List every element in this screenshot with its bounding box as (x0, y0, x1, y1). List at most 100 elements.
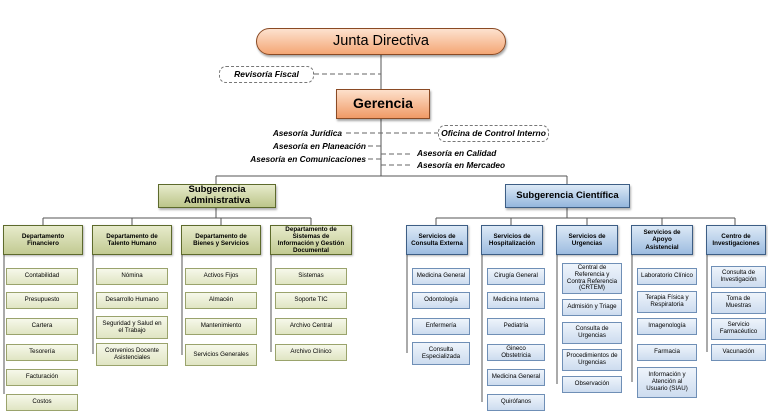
item-label: Consulta de Urgencias (575, 325, 609, 339)
item-box: Medicina General (487, 369, 545, 386)
item-box: Mantenimiento (185, 318, 257, 335)
item-box: Costos (6, 394, 78, 411)
item-label: Desarrollo Humano (105, 296, 159, 304)
item-box: Soporte TIC (275, 292, 347, 309)
dept-title: Departamento Financiero (21, 232, 65, 247)
item-box: Desarrollo Humano (96, 292, 168, 309)
item-box: Procedimientos de Urgencias (562, 349, 622, 371)
item-label: Pediatría (503, 322, 529, 330)
item-box: Medicina Interna (487, 292, 545, 309)
subgerencia-cientifica-box: Subgerencia Científica (505, 184, 630, 208)
item-box: Activos Fijos (185, 268, 257, 285)
dept-talento-humano: Departamento de Talento Humano (92, 225, 172, 255)
item-label: Odontología (424, 296, 458, 304)
item-box: Consulta Especializada (412, 342, 470, 365)
dept-bienes-servicios: Departamento de Bienes y Servicios (181, 225, 261, 255)
item-label: Medicina Interna (493, 296, 539, 304)
subgerencia-cientifica-label: Subgerencia Científica (516, 189, 619, 201)
item-label: Activos Fijos (203, 272, 239, 280)
item-label: Medicina General (491, 373, 541, 381)
item-label: Medicina General (416, 272, 466, 280)
junta-directiva-label: Junta Directiva (333, 33, 429, 50)
dept-title: Servicios de Apoyo Asistencial (643, 229, 681, 251)
dept-urgencias: Servicios de Urgencias (556, 225, 618, 255)
dept-title: Servicios de Urgencias (568, 232, 606, 247)
dept-sistemas-informacion: Departamento de Sistemas de Información … (270, 225, 352, 255)
gerencia-label: Gerencia (353, 95, 413, 112)
item-box: Odontología (412, 292, 470, 309)
control-interno-label: Oficina de Control Interno (441, 127, 546, 138)
dept-title: Departamento de Bienes y Servicios (193, 232, 249, 247)
item-box: Información y Atención al Usuario (SIAU) (637, 367, 697, 398)
item-box: Pediatría (487, 318, 545, 335)
asesoria-mercadeo: Asesoría en Mercadeo (417, 160, 506, 170)
item-label: Cartera (31, 322, 53, 330)
item-box: Cirugía General (487, 268, 545, 285)
item-box: Archivo Central (275, 318, 347, 335)
item-box: Sistemas (275, 268, 347, 285)
item-box: Imagenología (637, 318, 697, 335)
item-label: Nómina (121, 272, 143, 280)
item-label: Imagenología (648, 322, 686, 330)
item-box: Central de Referencia y Contra Referenci… (562, 263, 622, 294)
control-interno-box: Oficina de Control Interno (438, 125, 549, 142)
item-box: Medicina General (412, 268, 470, 285)
item-box: Convenios Docente Asistenciales (96, 343, 168, 366)
item-label: Laboratorio Clínico (641, 272, 693, 280)
item-label: Costos (32, 398, 52, 406)
dept-title: Servicios de Consulta Externa (411, 232, 463, 247)
gerencia-box: Gerencia (336, 89, 430, 119)
item-box: Gineco Obstetricia (487, 344, 545, 361)
item-box: Consulta de Investigación (711, 266, 766, 288)
dept-title: Centro de Investigaciones (712, 232, 760, 247)
dept-title: Servicios de Hospitalización (488, 232, 536, 247)
item-label: Farmacia (654, 348, 680, 356)
item-label: Servicios Generales (193, 350, 249, 358)
item-box: Enfermería (412, 318, 470, 335)
item-label: Enfermería (425, 322, 457, 330)
item-box: Observación (562, 376, 622, 393)
dept-hospitalizacion: Servicios de Hospitalización (481, 225, 543, 255)
item-label: Admisión y Triage (567, 303, 617, 311)
subgerencia-administrativa-label: Subgerencia Administrativa (184, 184, 250, 206)
item-box: Cartera (6, 318, 78, 335)
item-label: Central de Referencia y Contra Referenci… (566, 263, 618, 292)
item-box: Admisión y Triage (562, 299, 622, 316)
item-label: Consulta Especializada (421, 345, 461, 360)
item-box: Servicios Generales (185, 344, 257, 366)
dept-title: Departamento de Sistemas de Información … (277, 225, 345, 255)
item-label: Archivo Central (289, 322, 333, 330)
item-box: Nómina (96, 268, 168, 285)
item-box: Almacén (185, 292, 257, 309)
dept-investigaciones: Centro de Investigaciones (706, 225, 766, 255)
item-label: Quirófanos (500, 398, 532, 406)
asesoria-comunicaciones: Asesoría en Comunicaciones (250, 154, 366, 164)
item-box: Presupuesto (6, 292, 78, 309)
asesoria-planeacion: Asesoría en Planeación (272, 141, 366, 151)
item-box: Contabilidad (6, 268, 78, 285)
item-box: Terapia Física y Respiratoria (637, 291, 697, 313)
revisoria-fiscal-box: Revisoría Fiscal (219, 66, 314, 83)
item-box: Servicio Farmacéutico (711, 318, 766, 340)
item-box: Tesorería (6, 344, 78, 361)
item-label: Soporte TIC (294, 296, 328, 304)
item-label: Toma de Muestras (725, 295, 752, 309)
item-label: Presupuesto (24, 296, 60, 304)
item-label: Facturación (25, 373, 59, 381)
junta-directiva-box: Junta Directiva (256, 28, 506, 55)
item-label: Convenios Docente Asistenciales (104, 346, 159, 361)
dept-consulta-externa: Servicios de Consulta Externa (406, 225, 468, 255)
item-label: Observación (574, 380, 610, 388)
dept-apoyo-asistencial: Servicios de Apoyo Asistencial (631, 225, 693, 255)
item-label: Servicio Farmacéutico (719, 321, 758, 335)
item-box: Toma de Muestras (711, 292, 766, 314)
item-label: Información y Atención al Usuario (SIAU) (646, 371, 688, 392)
item-label: Archivo Clínico (290, 348, 332, 356)
item-label: Sistemas (298, 272, 324, 280)
item-box: Farmacia (637, 344, 697, 361)
dept-financiero: Departamento Financiero (3, 225, 83, 255)
item-label: Cirugía General (494, 272, 538, 280)
dept-title: Departamento de Talento Humano (106, 232, 158, 247)
item-box: Archivo Clínico (275, 344, 347, 361)
item-box: Vacunación (711, 344, 766, 361)
